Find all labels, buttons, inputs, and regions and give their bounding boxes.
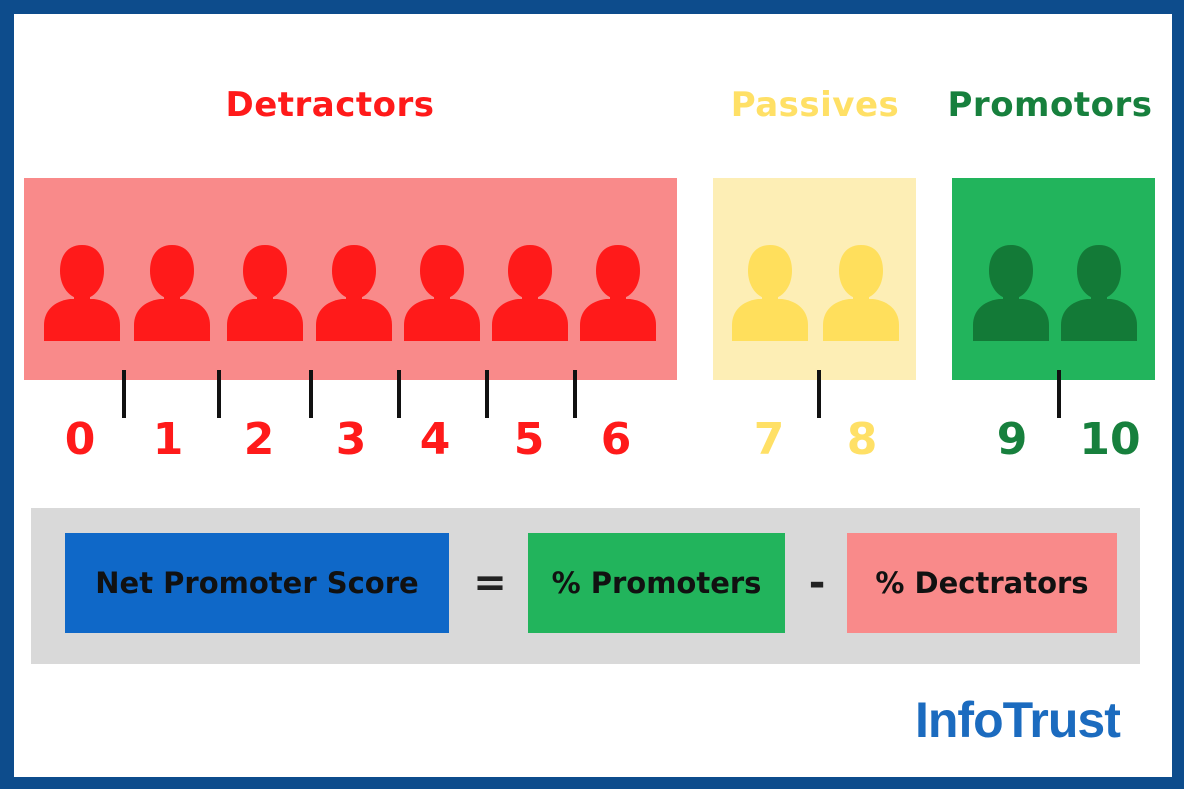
score-10: 10 <box>1079 414 1141 465</box>
scale-tick <box>573 370 577 418</box>
score-1: 1 <box>152 414 184 465</box>
person-icon <box>732 243 808 343</box>
scale-tick <box>1057 370 1061 418</box>
minus-sign: - <box>808 560 826 606</box>
score-9: 9 <box>996 414 1028 465</box>
scale-tick <box>397 370 401 418</box>
person-icon <box>316 243 392 343</box>
score-2: 2 <box>243 414 275 465</box>
person-icon <box>973 243 1049 343</box>
promotors-title: Promotors <box>947 85 1153 125</box>
promotors-panel <box>952 178 1155 380</box>
passives-title: Passives <box>730 85 900 125</box>
person-icon <box>823 243 899 343</box>
scale-tick <box>122 370 126 418</box>
nps-label: Net Promoter Score <box>95 566 419 600</box>
score-0: 0 <box>64 414 96 465</box>
passives-panel <box>713 178 916 380</box>
infotrust-logo: InfoTrust <box>915 690 1150 750</box>
person-icon <box>404 243 480 343</box>
detractors-box: % Dectrators <box>847 533 1117 633</box>
score-3: 3 <box>335 414 367 465</box>
person-icon <box>227 243 303 343</box>
promoters-label: % Promoters <box>551 566 762 600</box>
promoters-box: % Promoters <box>528 533 785 633</box>
person-icon <box>1061 243 1137 343</box>
score-7: 7 <box>753 414 785 465</box>
person-icon <box>492 243 568 343</box>
person-icon <box>134 243 210 343</box>
detractors-label: % Dectrators <box>875 566 1089 600</box>
person-icon <box>44 243 120 343</box>
scale-tick <box>485 370 489 418</box>
scale-tick <box>817 370 821 418</box>
logo-text-trust: Trust <box>1002 692 1121 748</box>
logo-text-info: Info <box>915 692 1004 748</box>
score-6: 6 <box>600 414 632 465</box>
scale-tick <box>309 370 313 418</box>
score-5: 5 <box>513 414 545 465</box>
person-icon <box>580 243 656 343</box>
score-4: 4 <box>419 414 451 465</box>
equals-sign: = <box>473 560 507 606</box>
score-8: 8 <box>846 414 878 465</box>
nps-box: Net Promoter Score <box>65 533 449 633</box>
scale-tick <box>217 370 221 418</box>
detractors-title: Detractors <box>225 85 435 125</box>
